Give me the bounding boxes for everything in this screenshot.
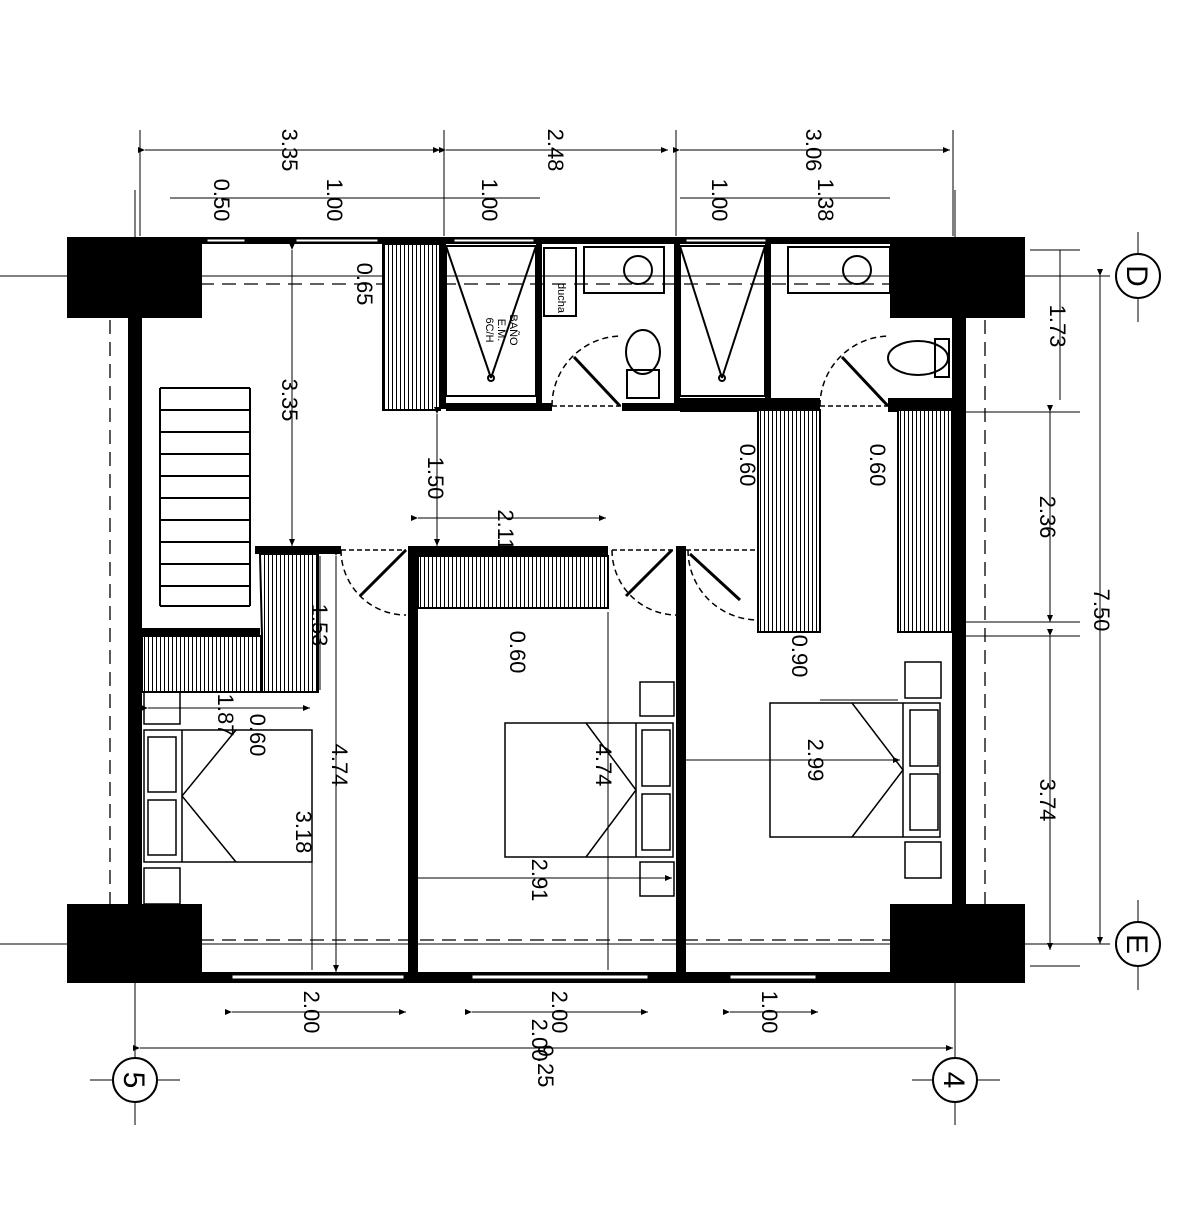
furniture — [143, 661, 942, 905]
axis-5-label: 5 — [117, 1072, 150, 1089]
dim-065: 0.65 — [352, 263, 377, 306]
axis-markers — [112, 253, 1161, 1103]
dim-bottom-200-a: 2.00 — [299, 991, 324, 1034]
dim-090: 0.90 — [787, 635, 812, 678]
axis-d-label: D — [1120, 265, 1153, 287]
bathroom-fixtures — [445, 245, 950, 399]
axis-bubble-5 — [112, 1057, 158, 1103]
door-leaves — [358, 355, 890, 602]
dim-474-b: 4.74 — [591, 744, 616, 787]
bottom-windows — [231, 974, 817, 980]
dim-318: 3.18 — [291, 811, 316, 854]
dim-291: 2.91 — [527, 859, 552, 902]
dim-750: 7.50 — [1089, 589, 1114, 632]
bathroom-labels: BAÑO E.M. 6C/H ducha — [483, 283, 567, 346]
dim-bottom-200-b: 2.00 — [547, 991, 572, 1034]
bath-label-2: E.M. — [495, 319, 507, 342]
dim-374: 3.74 — [1035, 779, 1060, 822]
staircase — [159, 387, 251, 607]
dim-bottom-200-c: 2.00 — [527, 1019, 552, 1062]
dashed-outline — [109, 283, 986, 941]
dim-187: 1.87 — [213, 694, 238, 737]
dim-top-100-b: 1.00 — [477, 179, 502, 222]
dim-bottom-925: 9.25 — [533, 1045, 558, 1088]
top-windows — [206, 238, 767, 243]
dim-335-left: 3.35 — [277, 379, 302, 422]
dim-173: 1.73 — [1045, 305, 1070, 348]
columns — [67, 237, 1025, 983]
dim-474-a: 4.74 — [327, 744, 352, 787]
axis-bubble-e — [1115, 921, 1161, 967]
dim-top-248: 2.48 — [543, 129, 568, 172]
dim-top-138: 1.38 — [813, 179, 838, 222]
dim-top-306: 3.06 — [801, 129, 826, 172]
dimension-lines — [133, 130, 1080, 1051]
axis-e-label: E — [1120, 934, 1153, 954]
door-thresholds — [341, 405, 888, 551]
bath-label-1: BAÑO — [507, 314, 520, 346]
axis-texts: D E 5 4 — [117, 265, 1153, 1088]
axis-bubble-d — [1115, 253, 1161, 299]
dim-top-335: 3.35 — [277, 129, 302, 172]
axis-bubble-4 — [932, 1057, 978, 1103]
dimension-labels: 3.35 2.48 3.06 0.50 1.00 1.00 1.00 1.38 … — [209, 129, 1114, 1088]
dim-236: 2.36 — [1035, 496, 1060, 539]
dim-299: 2.99 — [803, 739, 828, 782]
shower-label: ducha — [555, 283, 567, 314]
dim-060-a: 0.60 — [505, 631, 530, 674]
dim-153: 1.53 — [307, 604, 332, 647]
axis-4-label: 4 — [937, 1072, 970, 1089]
dim-060-d: 0.60 — [245, 714, 270, 757]
dim-150: 1.50 — [423, 457, 448, 500]
dim-211: 2.11 — [493, 509, 518, 550]
dim-top-100-c: 1.00 — [707, 179, 732, 222]
dim-060-c: 0.60 — [865, 444, 890, 487]
closets — [141, 243, 953, 693]
bath-label-3: 6C/H — [483, 317, 495, 342]
dim-bottom-100: 1.00 — [757, 991, 782, 1034]
dim-top-050: 0.50 — [209, 179, 234, 222]
dim-top-100-a: 1.00 — [322, 179, 347, 222]
dim-060-b: 0.60 — [735, 444, 760, 487]
